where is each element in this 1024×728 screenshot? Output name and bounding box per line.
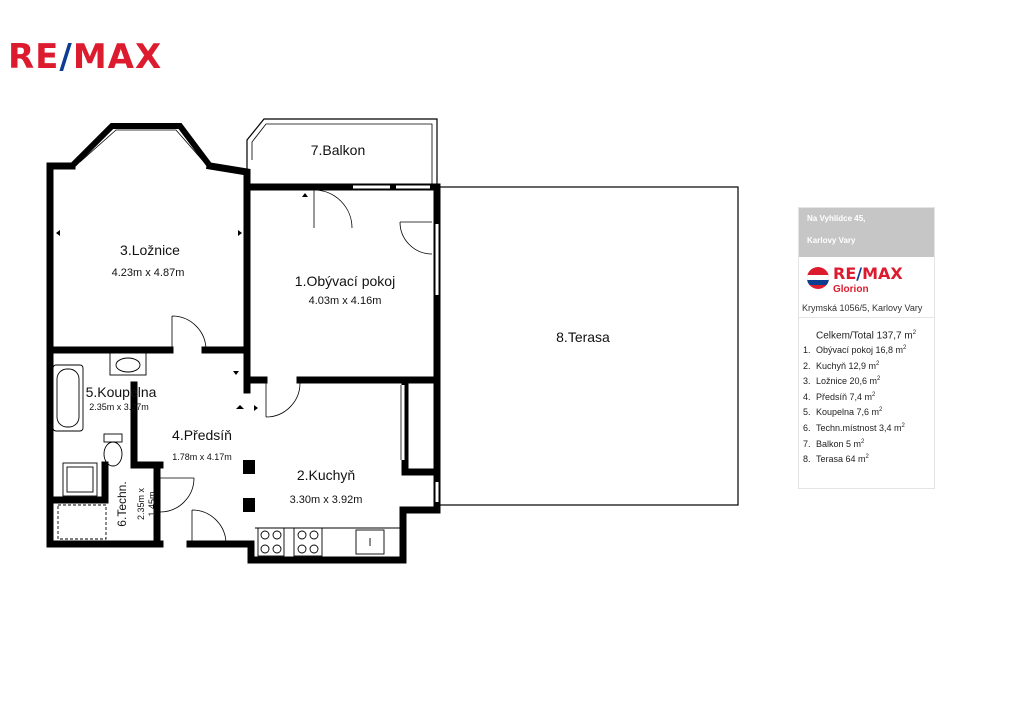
agency-address: Krymská 1056/5, Karlovy Vary	[799, 301, 934, 318]
area-item-number: 2.	[803, 360, 811, 371]
window-frames	[353, 184, 440, 502]
washbasin	[109, 352, 147, 376]
boiler	[57, 504, 107, 540]
room-dims-techn-2: 1.45m	[147, 491, 157, 516]
property-address: Na Vyhlídce 45, Karlovy Vary	[799, 208, 934, 257]
room-dims-koupelna: 2.35m x 3.27m	[89, 402, 149, 412]
shower-tray	[62, 462, 98, 497]
area-item-unit-sup: 2	[903, 345, 907, 351]
area-item-text: Balkon 5 m	[816, 438, 862, 449]
room-dims-obyvaci: 4.03m x 4.16m	[309, 295, 382, 307]
wall-pillar	[243, 498, 255, 512]
area-item-unit-sup: 2	[861, 438, 865, 445]
room-name-koupelna: 5.Koupelna	[86, 384, 157, 400]
room-name-obyvaci: 1.Obývací pokoj	[295, 273, 395, 289]
total-area: Celkem/Total 137,7 m2	[816, 330, 917, 342]
room-name-terasa: 8.Terasa	[556, 329, 610, 345]
bay-window-glass	[79, 129, 205, 163]
area-item-text: Obývací pokoj 16,8 m	[816, 345, 904, 355]
room-name-techn: 6.Techn.	[115, 481, 129, 526]
bay-window	[69, 123, 213, 169]
room-dims-kuchyn: 3.30m x 3.92m	[290, 494, 363, 506]
area-item-text: Předsíň 7,4 m	[816, 391, 873, 402]
address-line-2: Karlovy Vary	[807, 236, 856, 245]
area-list-item: 3. Ložnice 20,6 m2	[803, 373, 934, 389]
area-item-text: Terasa 64 m	[816, 454, 866, 465]
kitchen-fixtures	[255, 527, 400, 557]
toilet-bowl	[103, 441, 123, 467]
area-item-number: 7.	[803, 438, 811, 449]
agency-logo-block: RE/MAX Glorion	[799, 265, 934, 301]
area-item-unit-sup: 2	[872, 391, 876, 398]
windows	[353, 185, 439, 502]
agency-name: Glorion	[833, 284, 869, 295]
terrace-outline	[436, 186, 739, 506]
area-item-unit-sup: 2	[865, 454, 869, 461]
bathroom-fixtures	[52, 352, 147, 540]
agency-logo-text: RE/MAX	[833, 264, 903, 283]
toilet-tank	[103, 433, 123, 443]
area-item-text: Ložnice 20,6 m	[816, 376, 878, 387]
address-line-1: Na Vyhlídce 45,	[807, 214, 866, 223]
room-name-loznice: 3.Ložnice	[120, 242, 180, 258]
info-card: Na Vyhlídce 45, Karlovy Vary RE/MAX Glor…	[798, 207, 935, 489]
area-item-unit-sup: 2	[876, 360, 880, 367]
cooktop-2	[293, 527, 323, 557]
area-item-number: 1.	[803, 345, 811, 355]
area-item-number: 4.	[803, 391, 811, 402]
area-list-item: 4. Předsíň 7,4 m2	[803, 389, 934, 405]
area-list-item: 6. Techn.místnost 3,4 m2	[803, 420, 934, 436]
area-item-number: 3.	[803, 376, 811, 387]
bathtub	[52, 364, 84, 432]
area-item-unit-sup: 2	[879, 407, 883, 414]
room-name-predsin: 4.Předsíň	[172, 427, 232, 443]
area-item-number: 6.	[803, 422, 811, 433]
area-item-unit-sup: 2	[877, 376, 881, 383]
area-item-text: Kuchyň 12,9 m	[816, 360, 877, 371]
room-name-balkon: 7.Balkon	[311, 142, 365, 158]
area-list-item: 2. Kuchyň 12,9 m2	[803, 358, 934, 374]
balcony-outline	[246, 118, 438, 187]
area-item-number: 8.	[803, 454, 811, 465]
area-item-unit-sup: 2	[901, 422, 905, 429]
room-dims-techn-1: 2.35m x	[136, 487, 146, 520]
area-item-text: Koupelna 7,6 m	[816, 407, 880, 418]
area-list-item: 5. Koupelna 7,6 m2	[803, 404, 934, 420]
room-dims-predsin: 1.78m x 4.17m	[172, 452, 232, 462]
area-item-number: 5.	[803, 407, 811, 418]
balloon-icon	[807, 267, 829, 289]
area-list-item: 7. Balkon 5 m2	[803, 436, 934, 452]
wall-pillar	[243, 460, 255, 474]
dimension-markers	[56, 193, 308, 411]
area-list-item: 8. Terasa 64 m2	[803, 451, 934, 467]
balcony-inner-rail	[251, 123, 433, 187]
door-swings	[159, 189, 433, 545]
area-item-text: Techn.místnost 3,4 m	[816, 422, 902, 433]
remax-logo: RE/MAX	[8, 37, 163, 77]
room-name-kuchyn: 2.Kuchyň	[297, 467, 355, 483]
room-dims-loznice: 4.23m x 4.87m	[112, 267, 185, 279]
kitchen-sink	[355, 529, 385, 555]
area-list-item: 1. Obývací pokoj 16,8 m2	[803, 342, 934, 358]
